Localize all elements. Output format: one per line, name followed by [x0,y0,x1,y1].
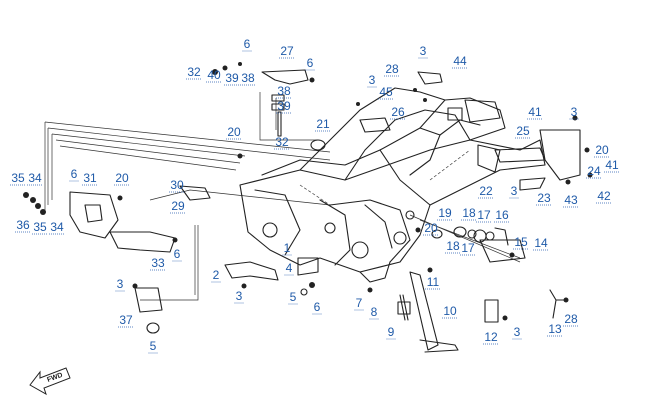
callout-26[interactable]: 26 [391,105,405,119]
callout-8[interactable]: 8 [371,305,378,319]
callout-4[interactable]: 4 [286,261,293,275]
callout-3[interactable]: 3 [369,73,376,87]
callout-40[interactable]: 40 [207,68,221,82]
callout-6[interactable]: 6 [244,37,251,51]
callout-39[interactable]: 39 [225,71,239,85]
callout-1[interactable]: 1 [284,241,291,255]
callout-2[interactable]: 2 [213,268,220,282]
callout-23[interactable]: 23 [537,191,551,205]
callout-29[interactable]: 29 [171,199,185,213]
callout-14[interactable]: 14 [534,236,548,250]
assembly-lines [44,92,521,301]
callout-21[interactable]: 21 [316,117,330,131]
callout-44[interactable]: 44 [453,54,467,68]
callout-17[interactable]: 17 [461,241,475,255]
callout-45[interactable]: 45 [379,85,393,99]
callout-27[interactable]: 27 [280,44,294,58]
callout-28[interactable]: 28 [385,62,399,76]
callout-35[interactable]: 35 [33,220,47,234]
callout-30[interactable]: 30 [170,178,184,192]
callout-19[interactable]: 19 [438,206,452,220]
callout-24[interactable]: 24 [587,164,601,178]
callout-18[interactable]: 18 [446,239,460,253]
callout-3[interactable]: 3 [236,289,243,303]
main-frame [239,87,546,283]
callout-6[interactable]: 6 [307,56,314,70]
callout-3[interactable]: 3 [117,277,124,291]
callout-28[interactable]: 28 [564,312,578,326]
callout-32[interactable]: 32 [187,65,201,79]
callout-20[interactable]: 20 [227,125,241,139]
callout-41[interactable]: 41 [605,158,619,172]
callout-13[interactable]: 13 [548,322,562,336]
callout-6[interactable]: 6 [174,247,181,261]
callout-16[interactable]: 16 [495,208,509,222]
callout-43[interactable]: 43 [564,193,578,207]
callout-3[interactable]: 3 [514,325,521,339]
callout-15[interactable]: 15 [514,235,528,249]
callout-41[interactable]: 41 [528,105,542,119]
callout-3[interactable]: 3 [420,44,427,58]
callout-11[interactable]: 11 [427,275,440,289]
callout-20[interactable]: 20 [595,143,609,157]
callout-25[interactable]: 25 [516,124,530,138]
callout-12[interactable]: 12 [484,330,498,344]
parts [23,62,593,353]
callout-5[interactable]: 5 [150,339,157,353]
callout-7[interactable]: 7 [356,296,363,310]
callout-42[interactable]: 42 [597,189,611,203]
forward-arrow-icon: FWD [29,367,71,396]
callout-3[interactable]: 3 [511,184,518,198]
callout-35[interactable]: 35 [11,171,25,185]
callout-39[interactable]: 39 [277,99,291,113]
callout-3[interactable]: 3 [571,105,578,119]
callout-22[interactable]: 22 [479,184,493,198]
callout-31[interactable]: 31 [83,171,97,185]
callout-34[interactable]: 34 [50,220,64,234]
callout-36[interactable]: 36 [16,218,30,232]
callout-20[interactable]: 20 [424,221,438,235]
callout-38[interactable]: 38 [241,71,255,85]
callout-37[interactable]: 37 [119,313,133,327]
callout-5[interactable]: 5 [290,290,297,304]
callout-6[interactable]: 6 [314,300,321,314]
callout-38[interactable]: 38 [277,84,291,98]
callout-32[interactable]: 32 [275,135,289,149]
callout-20[interactable]: 20 [115,171,129,185]
callout-34[interactable]: 34 [28,171,42,185]
callout-9[interactable]: 9 [388,325,395,339]
callout-17[interactable]: 17 [477,208,491,222]
callout-6[interactable]: 6 [71,167,78,181]
callout-33[interactable]: 33 [151,256,165,270]
callout-18[interactable]: 18 [462,206,476,220]
callout-10[interactable]: 10 [443,304,457,318]
